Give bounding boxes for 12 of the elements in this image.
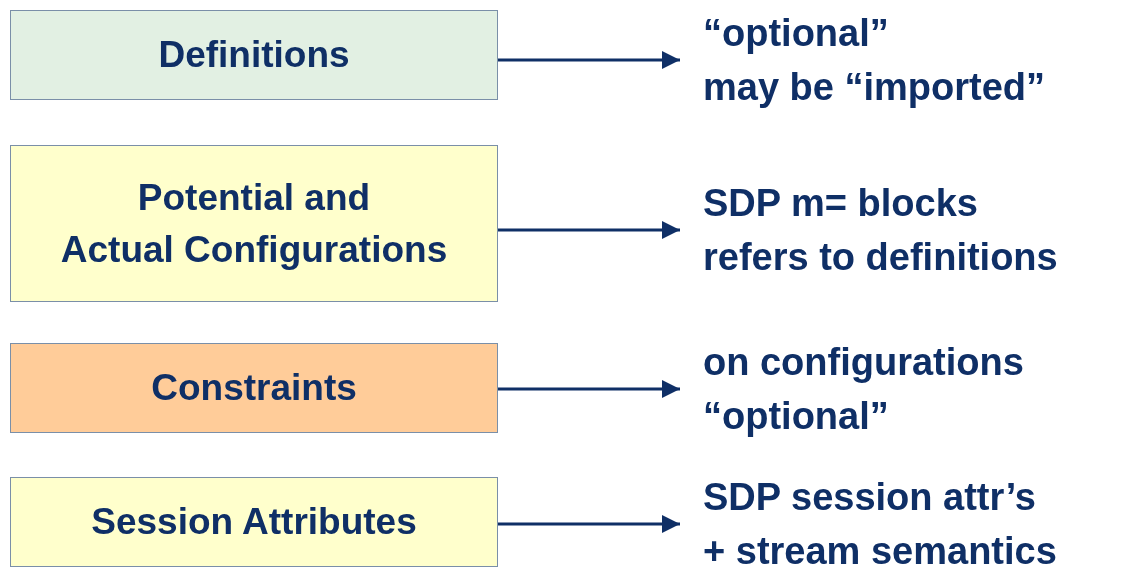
arrow (498, 515, 680, 533)
arrow (498, 221, 680, 239)
annotation-text: on configurations “optional” (680, 334, 1133, 444)
annotation-text: “optional” may be “imported” (680, 5, 1133, 115)
arrow (498, 380, 680, 398)
annotation-text: SDP session attr’s + stream semantics (680, 469, 1133, 570)
process-box: Definitions (10, 10, 498, 100)
arrow (498, 51, 680, 69)
process-box: Constraints (10, 343, 498, 433)
process-box: Potential and Actual Configurations (10, 145, 498, 302)
annotation-text: SDP m= blocks refers to definitions (680, 175, 1133, 285)
process-box: Session Attributes (10, 477, 498, 567)
